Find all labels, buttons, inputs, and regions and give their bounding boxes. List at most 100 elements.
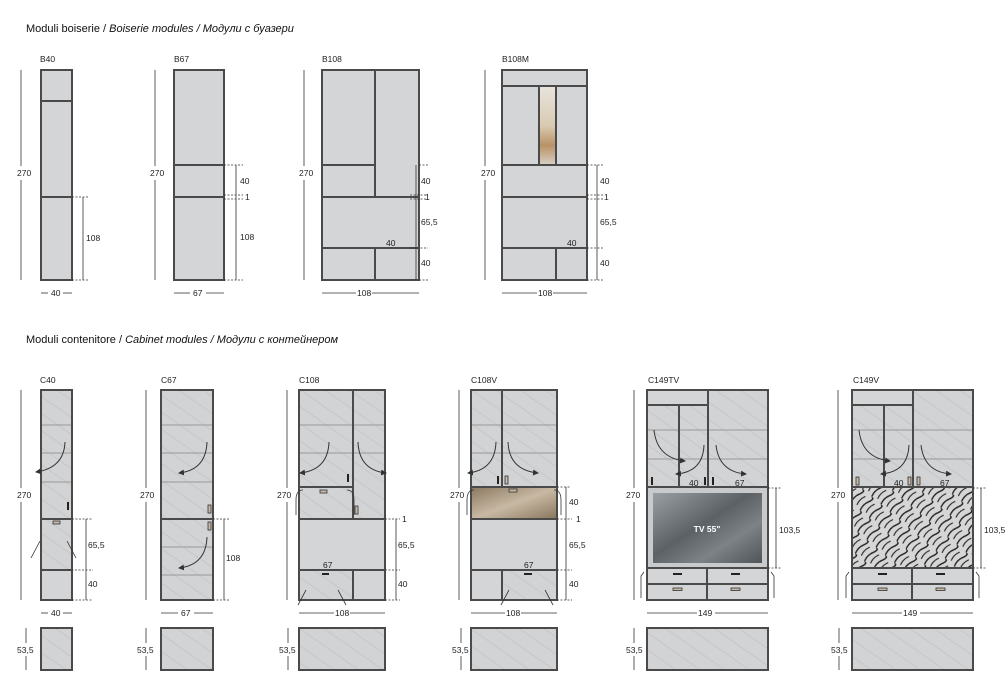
dimension-label: 1 bbox=[402, 514, 407, 524]
height-dimension: 270 bbox=[17, 490, 31, 500]
top-view bbox=[646, 627, 769, 671]
depth-dimension: 53,5 bbox=[626, 645, 643, 655]
height-dimension: 270 bbox=[626, 490, 640, 500]
height-dimension: 270 bbox=[150, 168, 164, 178]
module-b40: B40 270 108 40 bbox=[17, 54, 100, 298]
module-label: B40 bbox=[40, 54, 55, 64]
top-view bbox=[160, 627, 214, 671]
door-swing-arrow bbox=[178, 536, 208, 571]
inner-dimension: 67 bbox=[735, 478, 745, 488]
inner-dimension: 40 bbox=[894, 478, 904, 488]
door-swing-arrow bbox=[299, 441, 330, 476]
inner-dimension: 40 bbox=[689, 478, 699, 488]
module-c108v: C108V 270 67 40 1 65,5 40 108 53,5 bbox=[450, 375, 586, 671]
module-b108m: B108M 270 40 40 1 65,5 40 108 bbox=[481, 54, 617, 298]
width-dimension: 108 bbox=[357, 288, 371, 298]
inner-dimension: 40 bbox=[386, 238, 396, 248]
section-title-cabinet: Moduli contenitore / Cabinet modules / М… bbox=[26, 334, 338, 346]
top-view bbox=[851, 627, 974, 671]
door-swing-arrow bbox=[920, 444, 952, 477]
depth-dimension: 53,5 bbox=[17, 645, 34, 655]
dimension-label: 1 bbox=[576, 514, 581, 524]
height-dimension: 270 bbox=[277, 490, 291, 500]
door-swing-arrow bbox=[178, 441, 208, 476]
door-swing-arrow bbox=[880, 444, 910, 477]
inner-dimension: 67 bbox=[940, 478, 950, 488]
top-view bbox=[470, 627, 558, 671]
depth-dimension: 53,5 bbox=[831, 645, 848, 655]
module-label: B108 bbox=[322, 54, 342, 64]
inner-dimension: 67 bbox=[524, 560, 534, 570]
dimension-label: 65,5 bbox=[398, 540, 415, 550]
dimension-label: 1 bbox=[245, 192, 250, 202]
door-swing-arrow bbox=[507, 441, 539, 476]
module-c67: C67 270 108 67 53,5 bbox=[137, 375, 240, 671]
tv-screen bbox=[653, 493, 762, 563]
height-dimension: 270 bbox=[450, 490, 464, 500]
dimension-label: 103,5 bbox=[984, 525, 1006, 535]
width-dimension: 108 bbox=[335, 608, 349, 618]
dimension-label: 40 bbox=[88, 579, 98, 589]
dimension-label: 40 bbox=[240, 176, 250, 186]
module-c149tv: C149TV 270 TV 55" 40 67 103,5 149 53,5 bbox=[626, 375, 801, 671]
width-dimension: 149 bbox=[903, 608, 917, 618]
top-view bbox=[298, 627, 386, 671]
module-label: B67 bbox=[174, 54, 189, 64]
dimension-label: 40 bbox=[569, 497, 579, 507]
height-dimension: 270 bbox=[140, 490, 154, 500]
door-swing-arrow bbox=[653, 429, 686, 464]
module-label: C108 bbox=[299, 375, 320, 385]
dimension-label: 65,5 bbox=[600, 217, 617, 227]
top-view bbox=[40, 627, 73, 671]
module-label: B108M bbox=[502, 54, 529, 64]
dimension-label: 1 bbox=[425, 192, 430, 202]
depth-dimension: 53,5 bbox=[279, 645, 296, 655]
height-dimension: 270 bbox=[481, 168, 495, 178]
door-swing-arrow bbox=[35, 441, 66, 475]
width-dimension: 149 bbox=[698, 608, 712, 618]
dimension-label: 40 bbox=[569, 579, 579, 589]
dimension-label: 108 bbox=[86, 233, 100, 243]
width-dimension: 40 bbox=[51, 608, 61, 618]
module-label: C67 bbox=[161, 375, 177, 385]
dimension-label: 108 bbox=[240, 232, 254, 242]
module-label: C40 bbox=[40, 375, 56, 385]
module-c108: C108 270 67 1 65,5 40 108 53,5 bbox=[277, 375, 415, 671]
dimension-label: 103,5 bbox=[779, 525, 801, 535]
depth-dimension: 53,5 bbox=[137, 645, 154, 655]
module-label: C149TV bbox=[648, 375, 680, 385]
dimension-label: 65,5 bbox=[88, 540, 105, 550]
module-b108: B108 270 40 40 1 65,5 40 108 bbox=[299, 54, 438, 298]
width-dimension: 40 bbox=[51, 288, 61, 298]
dimension-label: 40 bbox=[600, 176, 610, 186]
module-c40: C40 270 65,5 40 40 53,5 bbox=[17, 375, 105, 671]
section-title-boiserie: Moduli boiserie / Boiserie modules / Мод… bbox=[26, 23, 294, 35]
width-dimension: 108 bbox=[538, 288, 552, 298]
depth-dimension: 53,5 bbox=[452, 645, 469, 655]
dimension-label: 40 bbox=[600, 258, 610, 268]
door-swing-arrow bbox=[467, 441, 497, 476]
dimension-label: 40 bbox=[421, 176, 431, 186]
door-swing-arrow bbox=[357, 441, 387, 476]
height-dimension: 270 bbox=[831, 490, 845, 500]
module-c149v: C149V 270 40 67 103,5 149 53,5 bbox=[831, 375, 1006, 671]
width-dimension: 67 bbox=[193, 288, 203, 298]
width-dimension: 108 bbox=[506, 608, 520, 618]
door-swing-arrow bbox=[858, 429, 891, 464]
door-swing-arrow bbox=[715, 444, 747, 477]
zebra-glass-panel bbox=[853, 488, 972, 568]
module-b67: B67 270 40 1 108 67 bbox=[150, 54, 254, 298]
height-dimension: 270 bbox=[17, 168, 31, 178]
dimension-label: 1 bbox=[604, 192, 609, 202]
door-swing-arrow bbox=[675, 444, 705, 477]
tv-label: TV 55" bbox=[694, 524, 721, 534]
marble-panel bbox=[539, 86, 556, 165]
height-dimension: 270 bbox=[299, 168, 313, 178]
width-dimension: 67 bbox=[181, 608, 191, 618]
module-label: C149V bbox=[853, 375, 879, 385]
module-label: C108V bbox=[471, 375, 497, 385]
dimension-label: 108 bbox=[226, 553, 240, 563]
dimension-label: 40 bbox=[421, 258, 431, 268]
bronze-mirror-panel bbox=[472, 488, 556, 519]
